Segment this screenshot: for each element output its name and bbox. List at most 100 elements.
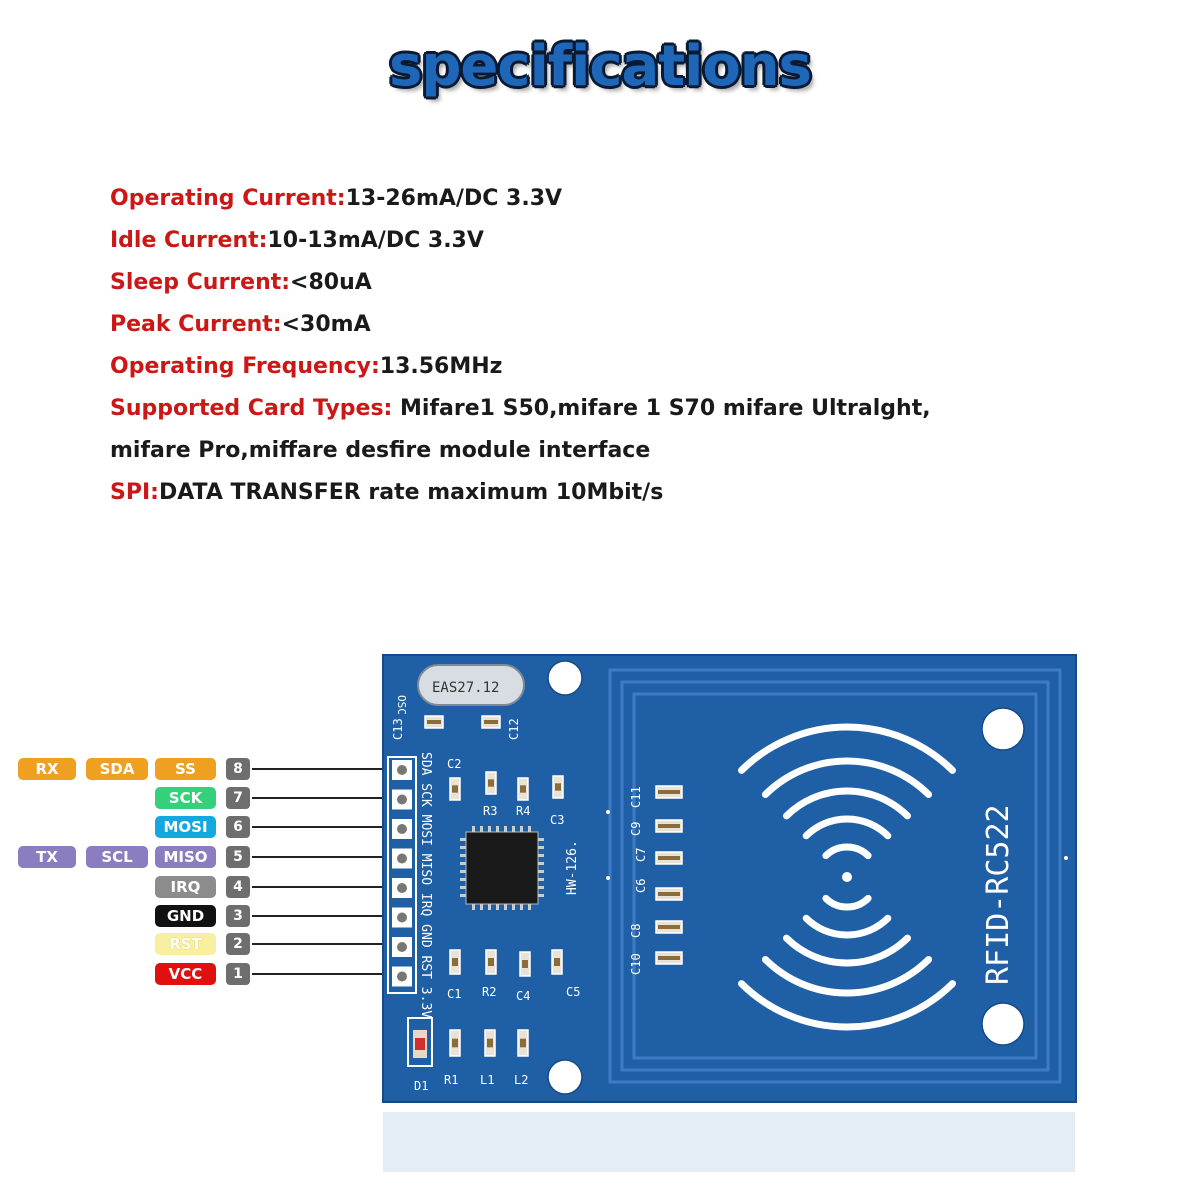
component-label: L1: [480, 1073, 494, 1087]
antenna-loop-middle: [620, 680, 1050, 1072]
via-dot: [606, 876, 610, 880]
smd-body: [452, 958, 458, 966]
chip-pin: [512, 904, 515, 910]
pin-label-rst: RST: [155, 933, 216, 955]
smd-body: [452, 785, 458, 793]
chip-pin: [538, 846, 544, 849]
spec-line: Operating Frequency:13.56MHz: [110, 354, 502, 379]
rc522-chip: [465, 831, 539, 905]
pin-label-sda: SDA: [86, 758, 148, 780]
smd-body: [520, 785, 526, 793]
spec-label: Idle Current:: [110, 228, 268, 253]
header-hole: [397, 765, 407, 775]
pin-label-mosi: MOSI: [155, 816, 216, 838]
osc-label: OSC: [395, 695, 408, 715]
header-outline: [387, 756, 417, 994]
board-reflection: [383, 1112, 1075, 1172]
via-dot: [1064, 856, 1068, 860]
chip-pin: [538, 870, 544, 873]
smd-body: [488, 779, 494, 787]
pin-number: 3: [226, 905, 250, 927]
component-label: R1: [444, 1073, 458, 1087]
wave-arc-bottom: [761, 955, 933, 997]
chip-pin: [538, 894, 544, 897]
smd-body: [658, 856, 680, 860]
chip-pin: [538, 886, 544, 889]
chip-pin: [488, 904, 491, 910]
spec-line: Peak Current:<30mA: [110, 312, 371, 337]
pin-label-sck: SCK: [155, 787, 216, 809]
chip-pin: [496, 904, 499, 910]
via-dot: [606, 810, 610, 814]
mounting-hole: [981, 1002, 1025, 1046]
component-label: C3: [550, 813, 564, 827]
pin-label-rx: RX: [18, 758, 76, 780]
chip-pin: [460, 854, 466, 857]
pin-label-miso: MISO: [155, 846, 216, 868]
antenna-traces: [608, 668, 1062, 1084]
pin-number: 4: [226, 876, 250, 898]
led-outline: [407, 1017, 433, 1067]
wave-arc-top: [783, 787, 911, 820]
wave-center-dot: [842, 872, 852, 882]
spec-line: Supported Card Types: Mifare1 S50,mifare…: [110, 396, 931, 421]
wave-arc-top: [761, 757, 933, 799]
smd-body: [658, 925, 680, 929]
chip-pin: [460, 886, 466, 889]
spec-value: 13.56MHz: [379, 354, 503, 379]
spec-label: Peak Current:: [110, 312, 282, 337]
header-hole: [397, 883, 407, 893]
chip-pin: [496, 826, 499, 832]
chip-pin: [480, 904, 483, 910]
chip-pin: [504, 826, 507, 832]
component-label: C7: [634, 848, 648, 862]
component-label: C13: [391, 718, 405, 740]
spec-value: 13-26mA/DC 3.3V: [345, 186, 563, 211]
spec-value: <30mA: [281, 312, 371, 337]
pin-number: 7: [226, 787, 250, 809]
spec-line: Sleep Current:<80uA: [110, 270, 372, 295]
spec-label: Sleep Current:: [110, 270, 291, 295]
antenna-loop-outer: [608, 668, 1062, 1084]
chip-pin: [460, 894, 466, 897]
pin-wire: [252, 915, 397, 917]
smd-body: [487, 1038, 493, 1048]
pin-wire: [252, 768, 397, 770]
smd-body: [658, 824, 680, 828]
chip-pin: [538, 854, 544, 857]
header-hole: [397, 853, 407, 864]
component-label: C2: [447, 757, 461, 771]
pin-number: 1: [226, 963, 250, 985]
chip-pin: [472, 826, 475, 832]
smd-body: [658, 892, 680, 896]
spec-line: SPI:DATA TRANSFER rate maximum 10Mbit/s: [110, 480, 663, 505]
component-label: C1: [447, 987, 461, 1001]
smd-body: [488, 958, 494, 966]
wave-arc-bottom: [738, 980, 956, 1031]
component-label: C4: [516, 989, 530, 1003]
header-pin-labels: SDA SCK MOSI MISO IRQ GND RST 3.3V: [418, 752, 433, 1018]
chip-pin: [538, 878, 544, 881]
spec-label: Operating Current:: [110, 186, 346, 211]
header-hole: [397, 824, 407, 834]
part-number-label: HW-126.: [565, 840, 580, 895]
pin-label-vcc: VCC: [155, 963, 216, 985]
spec-value: Mifare1 S50,mifare 1 S70 mifare Ultralgh…: [392, 396, 931, 421]
component-label: C5: [566, 985, 580, 999]
spec-line: mifare Pro,miffare desfire module interf…: [110, 438, 650, 463]
chip-pin: [460, 878, 466, 881]
component-label: C6: [634, 879, 648, 893]
pin-wire: [252, 943, 397, 945]
chip-pin: [520, 826, 523, 832]
spec-value: <80uA: [290, 270, 372, 295]
smd-body: [484, 720, 498, 724]
pin-label-scl: SCL: [86, 846, 148, 868]
board-model-label: RFID-RC522: [981, 804, 1016, 985]
chip-pin: [480, 826, 483, 832]
component-label: C10: [629, 953, 643, 975]
pin-wire: [252, 797, 397, 799]
pin-label-gnd: GND: [155, 905, 216, 927]
chip-pin: [528, 904, 531, 910]
spec-line: Idle Current:10-13mA/DC 3.3V: [110, 228, 484, 253]
